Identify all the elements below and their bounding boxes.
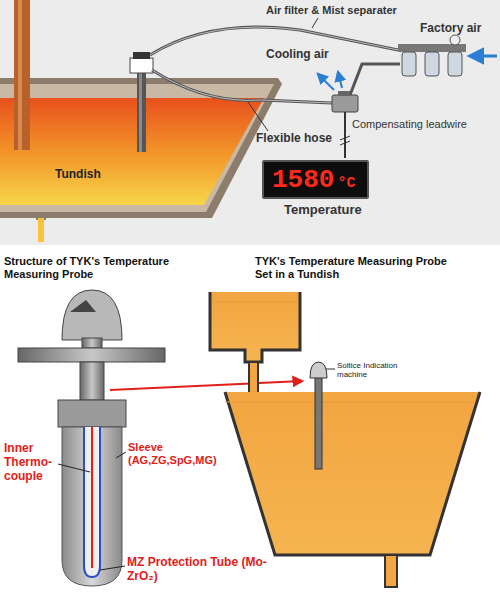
- probe-highlight: [139, 72, 142, 152]
- tundish-steel: [225, 392, 480, 555]
- part-label: Air filter & Mist separater: [266, 4, 397, 17]
- flexible-hose: [152, 70, 332, 103]
- ladle: [210, 292, 300, 362]
- junction-valve: [338, 91, 350, 96]
- part-label: Flexible hose: [256, 132, 332, 146]
- part-label: Sleeve (AG,ZG,SpG,MG): [128, 441, 226, 466]
- head-connector: [70, 300, 96, 312]
- leader-line: [248, 102, 268, 131]
- part-label: Factory air: [420, 22, 481, 36]
- probe-head: [130, 58, 153, 73]
- factory-air-arrow: [470, 55, 497, 58]
- head-neck: [82, 338, 102, 348]
- pointer-arrow: [110, 381, 302, 390]
- flexible-hose-highlight: [152, 70, 332, 103]
- probe-head-dome: [62, 290, 122, 340]
- tundish-probe-head: [310, 362, 327, 378]
- part-label: Inner Thermo- couple: [4, 442, 58, 483]
- ladle-shroud: [14, 0, 30, 150]
- steel-stream: [38, 218, 44, 242]
- mz-protection-tube: [84, 427, 100, 577]
- leader-line: [326, 369, 335, 370]
- leader-line: [100, 566, 125, 570]
- probe-shaft: [80, 362, 104, 400]
- filter-bowl: [402, 52, 416, 76]
- shroud-highlight: [18, 0, 22, 150]
- display-unit: °C: [337, 175, 355, 192]
- tundish-probe-tube: [315, 377, 322, 469]
- tundish-wall: [225, 392, 480, 555]
- top-panel: [0, 0, 500, 245]
- junction-box: [332, 95, 358, 112]
- molten-steel: [0, 98, 264, 205]
- leader-line: [116, 452, 126, 458]
- section-heading: TYK's Temperature Measuring Probe Set in…: [255, 255, 460, 280]
- part-label: Cooling air: [266, 48, 329, 62]
- part-label: Compensating leadwire: [352, 118, 467, 131]
- part-label: MZ Protection Tube (Mo-ZrO₂): [127, 556, 277, 584]
- part-label: Tundish: [55, 168, 101, 182]
- display-value: 1580: [272, 165, 334, 195]
- section-heading: Structure of TYK's Temperature Measuring…: [4, 255, 194, 280]
- ladle-steel-level: [212, 302, 298, 303]
- mist-separator-bowl: [425, 52, 439, 76]
- part-label: Soltice Indication machine: [337, 361, 417, 379]
- pressure-gauge: [450, 35, 460, 45]
- compensating-leadwire: [344, 112, 346, 158]
- cooling-air-arrow: [318, 74, 334, 90]
- cooling-air-arrow: [338, 72, 342, 88]
- sleeve: [62, 427, 122, 586]
- probe-body: [58, 400, 126, 427]
- leader-line: [58, 464, 90, 472]
- temperature-display: 1580°C: [262, 160, 369, 199]
- regulator-bowl: [448, 52, 462, 76]
- inner-thermocouple: [91, 427, 93, 568]
- probe-cap: [133, 52, 150, 59]
- leader-line: [312, 18, 318, 28]
- cooling-air-line: [350, 64, 400, 95]
- wire-break-mark: [340, 136, 350, 145]
- tundish-steel-level: [225, 402, 474, 403]
- tundish-outlet: [385, 555, 397, 587]
- part-label: Temperature: [284, 203, 362, 218]
- probe-tube: [137, 72, 146, 152]
- mounting-flange: [18, 348, 165, 362]
